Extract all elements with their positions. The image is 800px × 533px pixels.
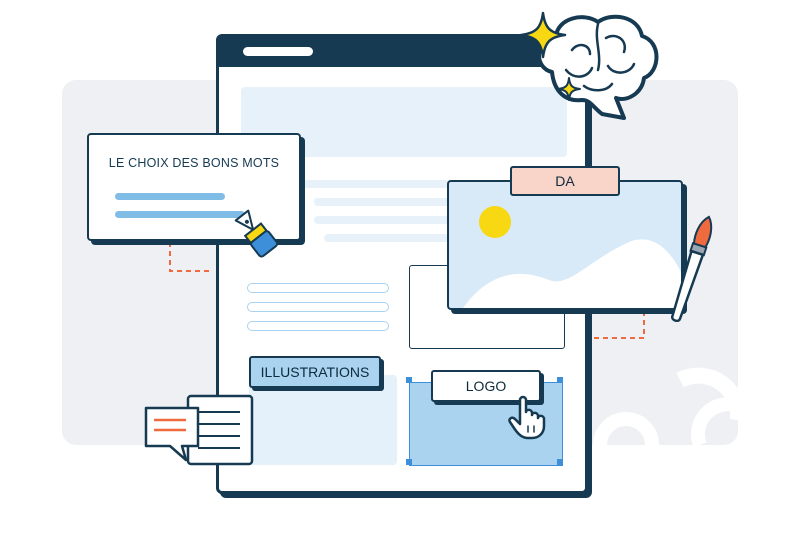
selection-handle <box>406 459 412 465</box>
fountain-pen-icon <box>234 209 279 258</box>
text-bar <box>115 211 245 218</box>
text-line <box>249 180 539 188</box>
words-card: LE CHOIX DES BONS MOTS <box>87 133 301 241</box>
address-bar <box>243 47 313 56</box>
text-line <box>314 216 539 224</box>
input-line <box>247 302 389 312</box>
chat-bubbles-icon <box>144 394 254 466</box>
sun-icon <box>479 206 511 238</box>
browser-title-bar <box>219 37 585 67</box>
selection-handle <box>406 377 412 383</box>
sparkle-icon <box>519 11 567 59</box>
landscape-illustration <box>463 206 681 308</box>
selection-handle <box>557 459 563 465</box>
hand-cursor-icon <box>508 395 546 440</box>
text-line <box>324 234 449 242</box>
words-card-title: LE CHOIX DES BONS MOTS <box>108 156 280 170</box>
text-line <box>314 198 539 206</box>
illustrations-area <box>249 375 397 465</box>
artwork-card <box>447 180 683 310</box>
sparkle-icon <box>557 77 581 101</box>
text-bar <box>115 193 225 200</box>
input-line <box>247 321 389 331</box>
illustrations-label: ILLUSTRATIONS <box>249 356 381 388</box>
da-label: DA <box>510 166 620 196</box>
selection-handle <box>557 377 563 383</box>
input-line <box>247 283 389 293</box>
paintbrush-icon <box>671 215 713 323</box>
